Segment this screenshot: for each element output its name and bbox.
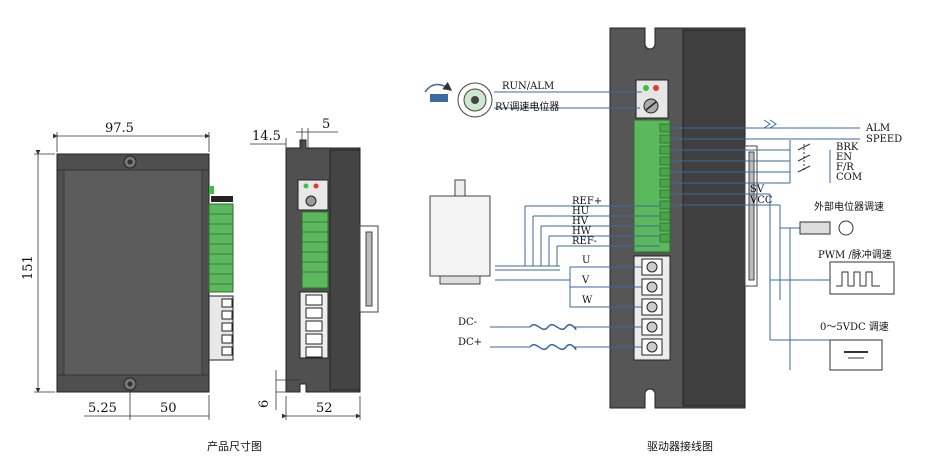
label-hu: HU (572, 206, 589, 217)
switch-group (763, 119, 811, 173)
label-pwm: PWM /脉冲调速 (818, 248, 892, 261)
label-alm: ALM (865, 123, 890, 134)
label-u: U (582, 255, 590, 266)
side-dim-left: 14.5 (252, 129, 281, 144)
side-view (285, 139, 379, 393)
label-ref-plus: REF+ (572, 196, 602, 207)
side-dim-bottom-small: 6 (257, 400, 272, 408)
dc-cable-coil (529, 324, 577, 350)
label-rv-pot: RV调速电位器 (495, 100, 559, 113)
label-voltage: 0～5VDC 调速 (820, 321, 889, 333)
label-fr: F/R (836, 162, 854, 173)
label-sv: SV (750, 184, 765, 195)
run-led (643, 85, 649, 91)
label-speed: SPEED (866, 134, 902, 145)
alm-led (653, 85, 659, 91)
pwm-generator (829, 261, 895, 295)
dim-height: 151 (21, 255, 36, 280)
label-en: EN (836, 152, 852, 163)
label-ref-minus: REF- (572, 236, 597, 247)
label-run-alm: RUN/ALM (502, 81, 554, 92)
speed-knob-icon (424, 81, 493, 118)
label-dc-plus: DC+ (458, 337, 482, 348)
driver-body (609, 27, 758, 409)
label-com: COM (836, 172, 862, 183)
front-dimensions (34, 132, 210, 420)
dim-bottom-left: 5.25 (88, 401, 117, 416)
front-view (56, 153, 234, 393)
label-v: V (581, 275, 590, 286)
label-hw: HW (572, 226, 592, 237)
caption-dimension-drawing: 产品尺寸图 (207, 440, 262, 453)
side-dim-right: 5 (322, 117, 330, 132)
dim-width-top: 97.5 (105, 121, 134, 136)
label-brk: BRK (836, 142, 859, 153)
label-dc-minus: DC- (458, 317, 477, 328)
external-pot (799, 220, 854, 236)
label-hv: HV (572, 216, 589, 227)
side-dimensions (250, 128, 361, 420)
caption-wiring-diagram: 驱动器接线图 (647, 440, 713, 453)
side-dim-bottom: 52 (316, 401, 333, 416)
label-ext-pot: 外部电位器调速 (814, 200, 884, 213)
label-vcc: VCC (749, 195, 773, 206)
motor (429, 179, 491, 285)
voltage-source (829, 339, 883, 371)
front-signal-terminals (208, 203, 234, 293)
dim-bottom-right: 50 (160, 401, 177, 416)
label-w: W (582, 295, 593, 306)
